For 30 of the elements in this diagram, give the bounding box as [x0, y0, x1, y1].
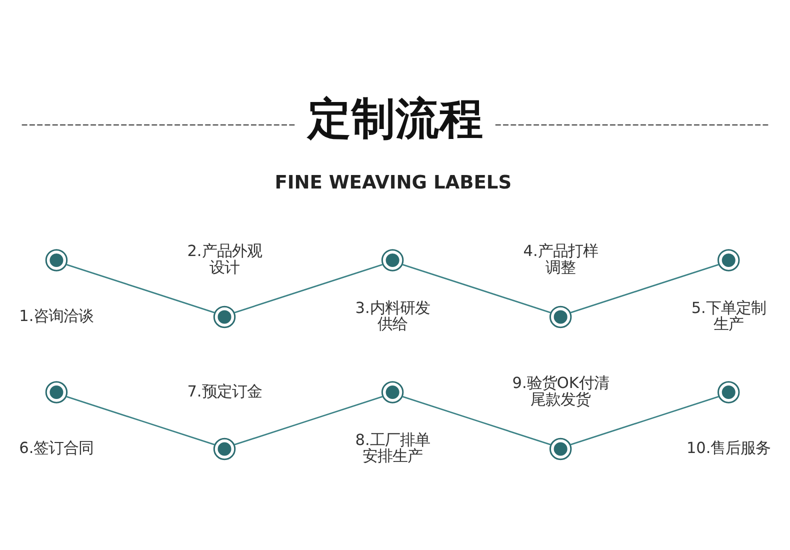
node-circle — [45, 380, 68, 403]
node-label: 7.预定订金 — [187, 382, 262, 400]
node-circle — [213, 305, 236, 328]
node-circle — [45, 248, 68, 271]
diagram-title: 定制流程 — [308, 93, 484, 144]
connector — [234, 263, 384, 313]
node-circle — [718, 248, 740, 271]
node-label: 6.签订合同 — [19, 438, 94, 457]
node-circle — [381, 248, 404, 271]
node-label: 10.售后服务 — [686, 438, 771, 457]
node-label: 9.验货OK付清尾款发货 — [512, 374, 609, 408]
node-circle — [718, 380, 740, 403]
node-label: 4.产品打样调整 — [523, 242, 598, 276]
connector — [570, 395, 720, 445]
connector — [66, 395, 215, 445]
connector — [570, 263, 720, 313]
node-label: 2.产品外观设计 — [187, 242, 262, 276]
node-circle — [549, 305, 572, 328]
node-label: 5.下单定制生产 — [691, 298, 766, 333]
node-circle — [381, 380, 404, 403]
connector — [402, 263, 551, 313]
node-label: 3.内料研发供给 — [355, 298, 430, 333]
node-label: 8.工厂排单安排生产 — [355, 430, 430, 465]
node-circle — [213, 437, 236, 460]
connector — [402, 395, 551, 445]
connector — [66, 263, 215, 313]
label: FINE WEAVING LABELS — [274, 172, 512, 193]
node-label: 1.咨询洽谈 — [19, 306, 94, 324]
connector — [234, 395, 384, 445]
node-circle — [549, 437, 572, 460]
